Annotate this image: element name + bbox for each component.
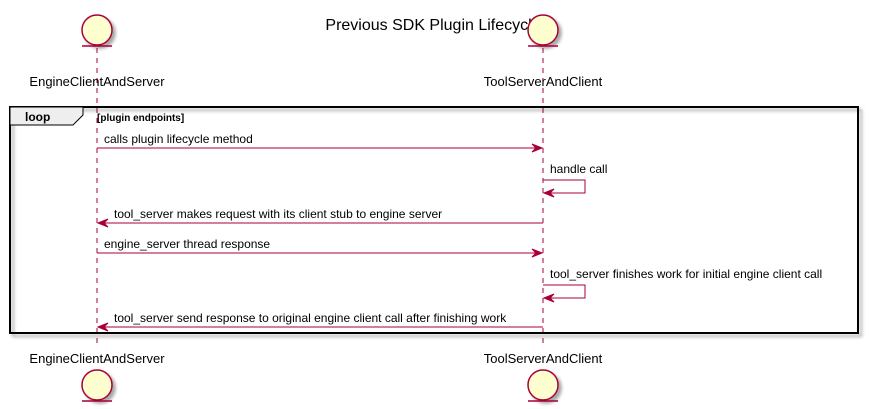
message-arrowhead [531, 248, 544, 258]
message-label: handle call [550, 162, 607, 176]
participants: EngineClientAndServerEngineClientAndServ… [29, 14, 603, 402]
message-1: calls plugin lifecycle method [97, 132, 544, 153]
message-label: tool_server finishes work for initial en… [550, 267, 822, 281]
message-2: handle call [542, 162, 607, 198]
lifelines [96, 48, 544, 345]
message-arrowhead [542, 188, 555, 198]
message-label: tool_server send response to original en… [114, 311, 507, 325]
loop-condition: [plugin endpoints] [97, 113, 184, 124]
message-5: tool_server finishes work for initial en… [542, 267, 822, 303]
participant-label: EngineClientAndServer [29, 351, 165, 366]
message-label: engine_server thread response [104, 237, 270, 251]
message-arrow-line [543, 179, 586, 194]
participant-label: ToolServerAndClient [484, 74, 603, 89]
entity-icon [527, 369, 559, 401]
message-arrowhead [96, 218, 109, 228]
diagram-title: Previous SDK Plugin Lifecycle [325, 17, 540, 34]
loop-frame-border [9, 106, 859, 334]
loop-keyword: loop [25, 110, 50, 124]
entity-icon [81, 369, 113, 401]
participant-label: ToolServerAndClient [484, 351, 603, 366]
participant-tool-bottom: ToolServerAndClient [484, 351, 603, 402]
message-3: tool_server makes request with its clien… [96, 207, 543, 228]
loop-tab [9, 106, 84, 126]
message-6: tool_server send response to original en… [96, 311, 543, 332]
messages: calls plugin lifecycle method handle call… [96, 132, 822, 332]
entity-icon [81, 14, 113, 46]
message-arrow-line [543, 284, 586, 299]
participant-engine-bottom: EngineClientAndServer [29, 351, 165, 402]
loop-frame: loop [plugin endpoints] [9, 106, 859, 334]
message-arrowhead [96, 322, 109, 332]
message-4: engine_server thread response [97, 237, 544, 258]
message-arrowhead [531, 143, 544, 153]
participant-engine-top: EngineClientAndServer [29, 14, 165, 89]
participant-tool-top: ToolServerAndClient [484, 14, 603, 89]
message-arrowhead [542, 293, 555, 303]
message-label: calls plugin lifecycle method [104, 132, 253, 146]
entity-icon [527, 14, 559, 46]
participant-label: EngineClientAndServer [29, 74, 165, 89]
message-label: tool_server makes request with its clien… [114, 207, 442, 221]
